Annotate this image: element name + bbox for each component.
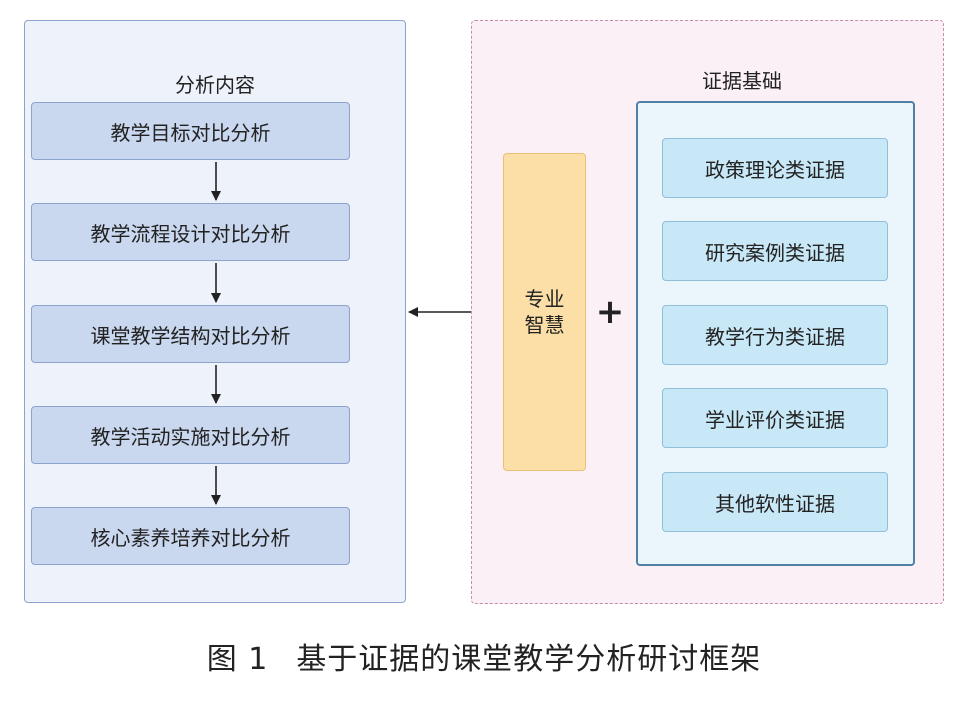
figure-caption: 图 1 基于证据的课堂教学分析研讨框架 [0,634,968,678]
step-activity-implementation: 教学活动实施对比分析 [31,406,350,464]
evidence-policy-theory: 政策理论类证据 [662,138,888,198]
evidence-research-cases: 研究案例类证据 [662,221,888,281]
evidence-academic-assessment: 学业评价类证据 [662,388,888,448]
evidence-other-soft: 其他软性证据 [662,472,888,532]
step-core-literacy: 核心素养培养对比分析 [31,507,350,565]
wisdom-line-1: 专业 [524,287,565,311]
wisdom-line-2: 智慧 [524,313,565,337]
figure-number: 图 1 [206,642,269,677]
plus-sign: + [595,292,625,332]
analysis-panel-title: 分析内容 [175,73,255,97]
evidence-teaching-behavior: 教学行为类证据 [662,305,888,365]
step-class-structure: 课堂教学结构对比分析 [31,305,350,363]
step-teaching-goals: 教学目标对比分析 [31,102,350,160]
step-teaching-process: 教学流程设计对比分析 [31,203,350,261]
evidence-basis-title: 证据基础 [702,69,782,93]
professional-wisdom-box: 专业 智慧 [503,153,586,471]
figure-title: 基于证据的课堂教学分析研讨框架 [296,642,762,677]
